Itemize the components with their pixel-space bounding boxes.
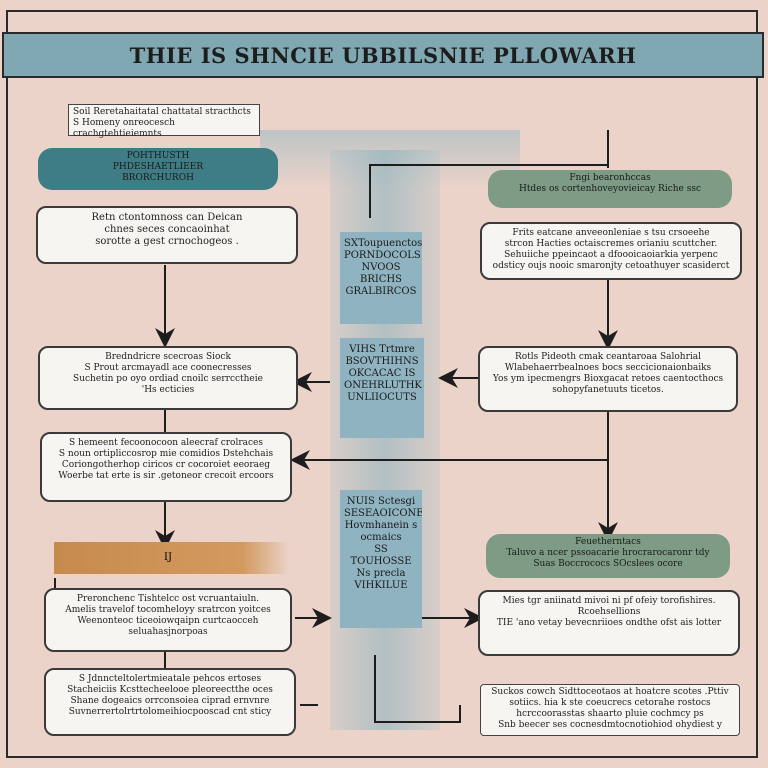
center-box-3: NUIS Sctesgi SESEAOICONE Hovmhanein s oc… [340,490,422,628]
left-box-1: Retn ctontomnoss can Deican chnes seces … [36,206,298,264]
outer-border [6,10,758,758]
left-box-4: Preronchenc Tishtelcc ost vcruantaiuln. … [44,588,292,652]
title-bar: THIE IS SHNCIE UBBILSNIE PLLOWARH [2,32,764,78]
connector-top-link [369,164,608,218]
left-box-3: S hemeent fecoonocoon aleecraf crolraces… [40,432,292,502]
page-title: THIE IS SHNCIE UBBILSNIE PLLOWARH [129,42,637,68]
right-green-header-2: Feuetherntacs Taluvo a ncer pssoacarie h… [486,534,730,578]
right-box-4: Suckos cowch Sidttoceotaos at hoatcre sc… [480,684,740,736]
right-box-3: Mies tgr aniinatd mivoi ni pf ofeiy toro… [478,590,740,656]
center-box-1: SXToupuenctos PORNDOCOLS NVOOS BRICHS GR… [340,232,422,324]
intro-note: Soil Reretahaitatal chattatal stracthcts… [68,104,260,139]
right-box-2: Rotls Pideoth cmak ceantaroaa Salohrial … [478,346,738,412]
left-box-2: Bredndricre scecroas Siock S Prout arcma… [38,346,298,410]
left-teal-header: POHTHUSTH PHDESHAETLIEER BRORCHUROH [38,148,278,190]
left-box-5: S Jdnncteltolertmieatale pehcos ertoses … [44,668,296,736]
left-orange-bar: IJ [54,542,290,574]
right-box-1: Frits eatcane anveeonleniae s tsu crsoee… [480,222,742,280]
connector-bottom [374,655,461,723]
right-green-header-1: Fngi bearonhccas Htdes os cortenhoveyovi… [488,170,732,208]
center-box-2: VIHS Trtmre BSOVTHIHNS OKCACAC IS ONEHRL… [340,338,424,438]
